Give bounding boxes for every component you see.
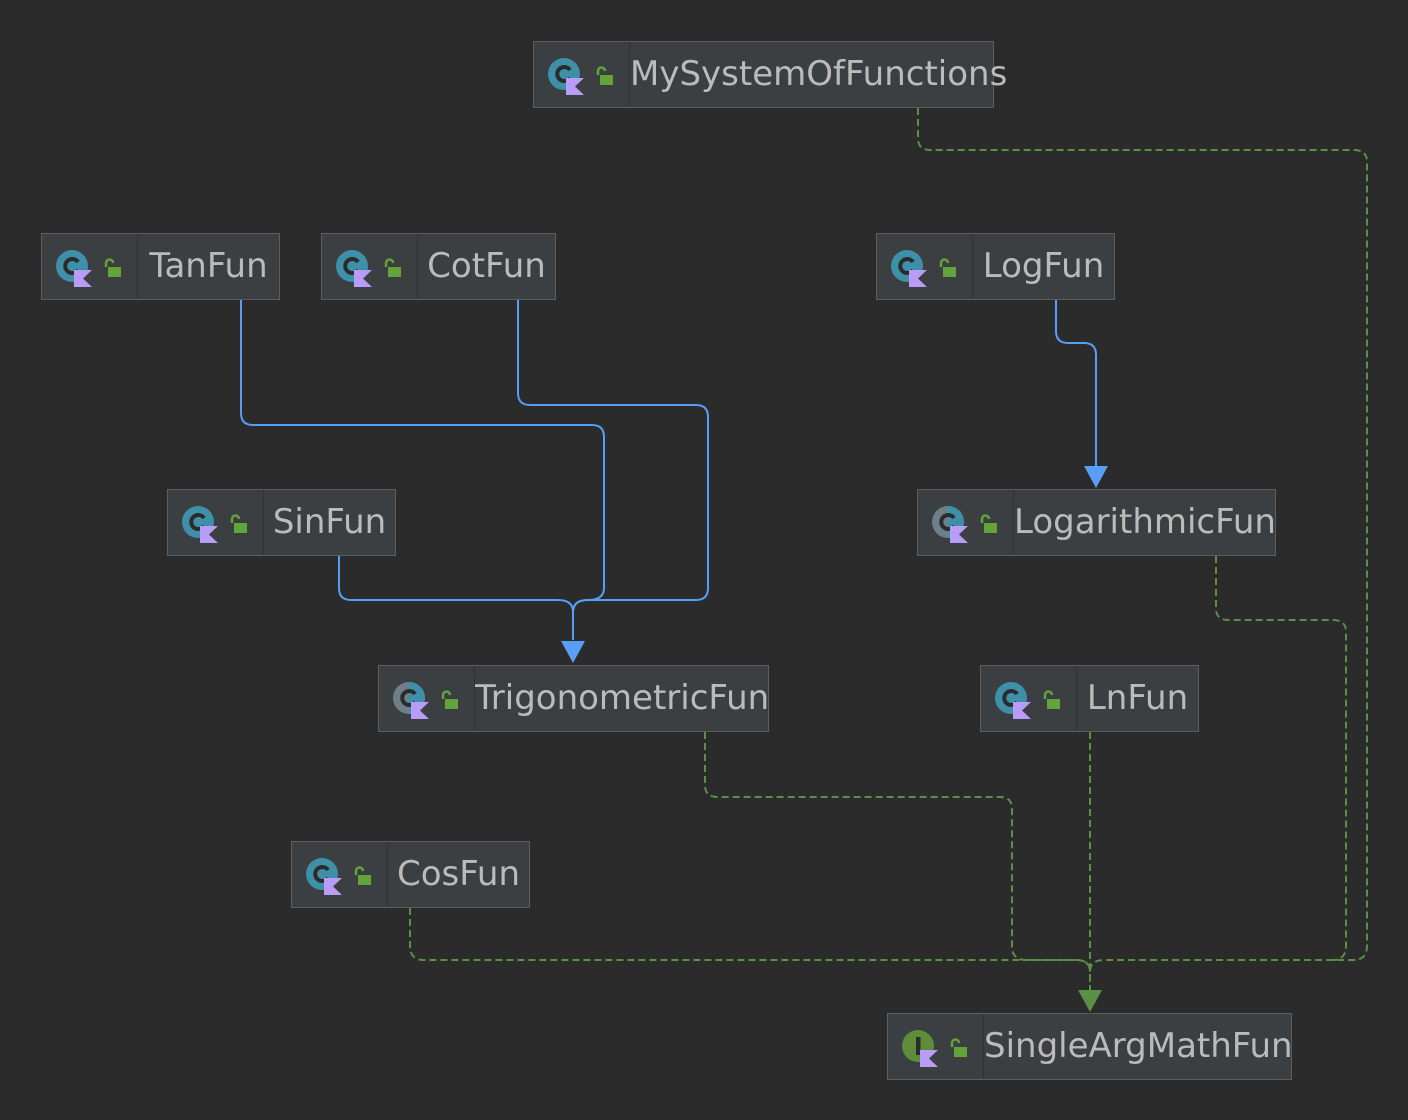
public-lock-icon (230, 514, 247, 533)
node-icons (379, 666, 475, 731)
kotlin-class-icon (891, 250, 927, 287)
node-label: CosFun (396, 854, 521, 894)
kotlin-class-icon (182, 506, 218, 543)
edge-cot-to-trigonometric (517, 300, 709, 613)
kotlin-class-icon (548, 58, 584, 95)
node-label: LnFun (1086, 678, 1189, 718)
node-icons (918, 490, 1014, 555)
node-logfun[interactable]: LogFun (876, 233, 1115, 300)
node-icons (168, 490, 264, 555)
node-label: LogFun (982, 246, 1105, 286)
node-icons (292, 842, 388, 907)
public-lock-icon (939, 258, 956, 277)
node-tanfun[interactable]: TanFun (41, 233, 280, 300)
kotlin-class-icon (995, 682, 1031, 719)
node-lnfun[interactable]: LnFun (980, 665, 1199, 732)
node-label: TrigonometricFun (475, 678, 770, 718)
edge-trigonometricfun-to-singleargmathfun (704, 732, 1091, 973)
node-label: MySystemOfFunctions (630, 54, 1008, 94)
node-singleargmathfun[interactable]: SingleArgMathFun (887, 1013, 1293, 1080)
node-label: SinFun (272, 502, 387, 542)
public-lock-icon (441, 690, 458, 709)
public-lock-icon (980, 514, 997, 533)
public-lock-icon (596, 66, 613, 85)
implements-arrowhead (1078, 990, 1102, 1012)
public-lock-icon (354, 866, 371, 885)
kotlin-class-icon (336, 250, 372, 287)
node-cotfun[interactable]: CotFun (321, 233, 556, 300)
kotlin-interface-icon (902, 1030, 938, 1067)
edge-tan-to-trigonometric (240, 300, 605, 640)
node-mysystemoffunctions[interactable]: MySystemOfFunctions (533, 41, 1007, 108)
node-icons (42, 234, 138, 299)
public-lock-icon (384, 258, 401, 277)
node-trigonometricfun[interactable]: TrigonometricFun (378, 665, 769, 732)
extends-arrowhead (561, 641, 585, 663)
node-cosfun[interactable]: CosFun (291, 841, 530, 908)
kotlin-abstract-class-icon (932, 506, 968, 543)
node-icons (322, 234, 418, 299)
node-label: TanFun (149, 246, 268, 286)
edge-sin-to-trigonometric (338, 556, 574, 613)
node-label: SingleArgMathFun (984, 1026, 1293, 1066)
edge-cosfun-to-singleargmathfun (409, 908, 1091, 973)
edge-logarithmicfun-to-singleargmathfun (1215, 556, 1347, 961)
node-label: CotFun (427, 246, 546, 286)
node-icons (534, 42, 630, 107)
edge-mysystemoffunctions-to-singleargmathfun (917, 108, 1368, 990)
kotlin-class-icon (306, 858, 342, 895)
node-label: LogarithmicFun (1014, 502, 1276, 542)
public-lock-icon (950, 1038, 967, 1057)
extends-arrowhead (1084, 466, 1108, 488)
edge-log-to-logarithmic (1055, 300, 1097, 466)
kotlin-class-icon (56, 250, 92, 287)
public-lock-icon (1043, 690, 1060, 709)
public-lock-icon (104, 258, 121, 277)
node-sinfun[interactable]: SinFun (167, 489, 396, 556)
node-logarithmicfun[interactable]: LogarithmicFun (917, 489, 1276, 556)
node-icons (888, 1014, 984, 1079)
node-icons (877, 234, 973, 299)
node-icons (981, 666, 1077, 731)
kotlin-abstract-class-icon (393, 682, 429, 719)
